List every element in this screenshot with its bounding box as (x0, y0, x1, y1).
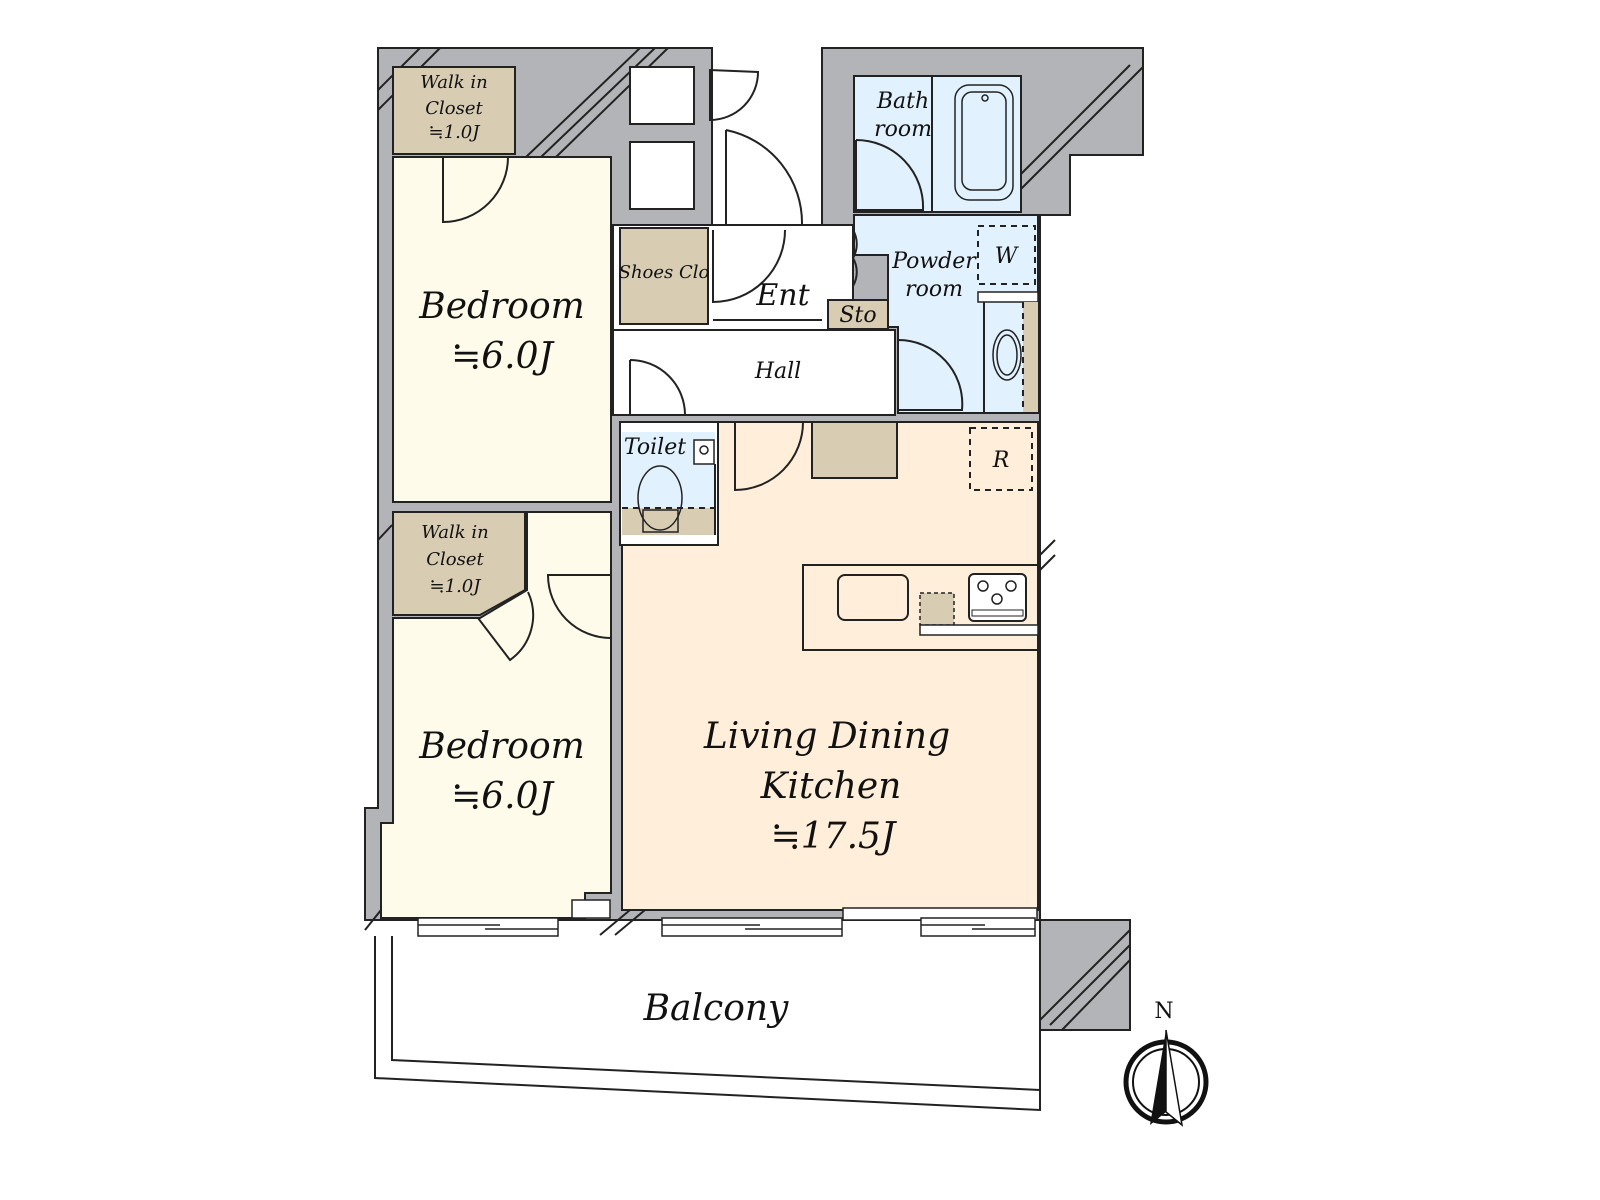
ldk-line1: Living Dining (703, 716, 950, 757)
bath-room: Bath room (853, 75, 1022, 213)
bath-line2: room (874, 117, 932, 142)
washer-label: W (995, 244, 1020, 269)
bedroom-top-label: Bedroom (418, 286, 585, 327)
wic-top-line2: Closet (425, 98, 483, 119)
entrance-label: Ent (755, 278, 810, 313)
bedroom-top-area: ≒6.0J (451, 336, 555, 377)
walk-in-closet-top: Walk in Closet ≒1.0J (392, 66, 516, 155)
bedroom-bottom-area: ≒6.0J (451, 776, 555, 817)
balcony: Balcony (374, 936, 1041, 1112)
ldk-area: ≒17.5J (771, 816, 898, 857)
wic-bottom-area: ≒1.0J (430, 576, 483, 597)
wic-top-area: ≒1.0J (429, 122, 482, 143)
north-arrow-icon (1150, 1030, 1166, 1125)
north-compass: N (1123, 999, 1209, 1127)
bedroom-bottom-label: Bedroom (418, 726, 585, 767)
bedroom-top: Bedroom ≒6.0J (392, 156, 612, 503)
balcony-label: Balcony (643, 988, 789, 1029)
north-label: N (1154, 999, 1173, 1024)
powder-line2: room (905, 277, 963, 302)
living-dining-kitchen: R Living Dining Kitchen ≒17.5J (621, 421, 1039, 921)
wic-bottom-line2: Closet (426, 549, 484, 570)
toilet-room: Toilet (619, 421, 719, 546)
entrance-hall-area: Shoes Clo Ent Sto Hall (612, 224, 896, 416)
powder-line1: Powder (891, 249, 977, 274)
bedroom-bottom: Bedroom ≒6.0J (380, 511, 612, 919)
shoes-closet-label: Shoes Clo (619, 262, 710, 283)
toilet-label: Toilet (624, 435, 686, 460)
ldk-line2: Kitchen (760, 766, 902, 807)
walk-in-closet-bottom: Walk in Closet ≒1.0J (392, 511, 526, 616)
powder-room: W Powder room (827, 214, 1039, 414)
hall-label: Hall (754, 359, 801, 384)
fridge-label: R (992, 448, 1010, 473)
wic-bottom-line1: Walk in (421, 522, 488, 543)
windows (417, 917, 1036, 937)
bath-line1: Bath (876, 89, 929, 114)
storage-label: Sto (839, 303, 876, 328)
entry-cabinets (629, 66, 804, 226)
wic-top-line1: Walk in (420, 72, 487, 93)
